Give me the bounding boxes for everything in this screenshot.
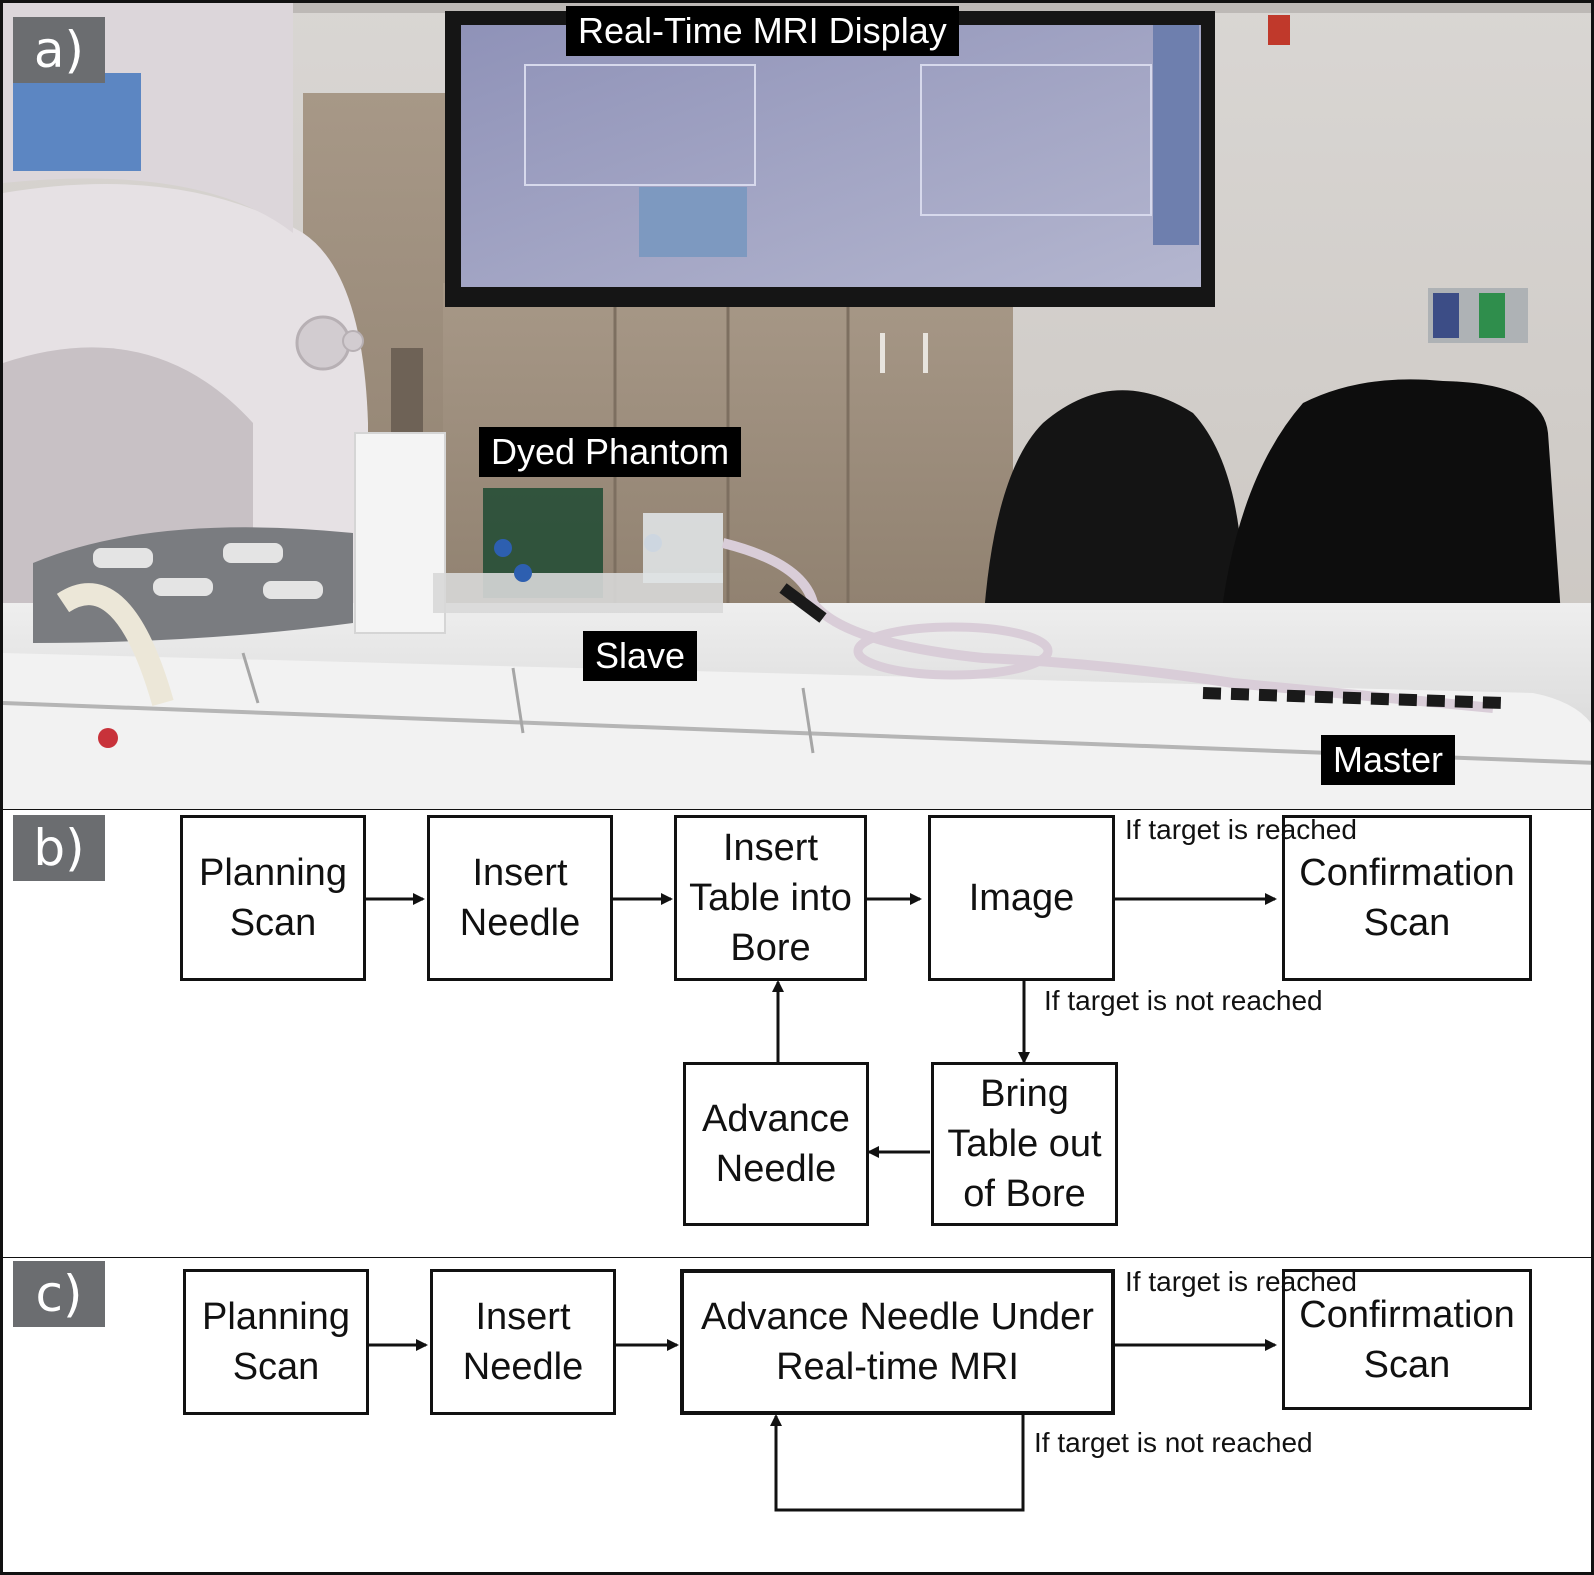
note-target-reached: If target is reached <box>1125 810 1357 850</box>
box-text: Needle <box>715 1148 837 1190</box>
note-text: If target is <box>1044 985 1167 1016</box>
box-text: of Bore <box>963 1173 1086 1215</box>
note-text: not reached <box>1174 985 1323 1016</box>
box-text: Table out <box>947 1123 1102 1165</box>
box-text: Scan <box>1363 1343 1451 1386</box>
note-target-not-reached: If target is not reached <box>1034 1423 1313 1463</box>
covered-equipment-left <box>983 390 1244 628</box>
box-text: Insert <box>472 852 568 894</box>
box-text: Table into <box>689 877 852 919</box>
box-text: Scan <box>1363 902 1451 944</box>
note-text: If target is <box>1125 814 1248 845</box>
box-text: Insert <box>722 827 819 869</box>
box-text: Needle <box>462 1346 584 1388</box>
box-text: Bring <box>980 1073 1069 1115</box>
note-text: reached <box>1255 1266 1357 1297</box>
covered-equipment-right <box>1218 379 1563 643</box>
arrow-loop-not-reached <box>770 1413 1025 1512</box>
box-text: Scan <box>229 902 317 944</box>
note-text: reached <box>1255 814 1357 845</box>
note-target-not-reached: If target is not reached <box>1044 981 1323 1021</box>
panel-b-arrows <box>366 893 1277 1158</box>
box-text: Confirmation <box>1299 852 1515 894</box>
box-image: Image <box>928 815 1115 981</box>
panel-c-tag: c) <box>13 1261 105 1327</box>
panel-a-photo: a) Real-Time MRI Display Dyed Phantom Sl… <box>0 0 1594 812</box>
box-text: Planning <box>199 852 347 894</box>
phantom-tower <box>354 432 446 634</box>
box-text: Planning <box>202 1296 350 1338</box>
box-text: Image <box>968 877 1075 919</box>
label-dyed-phantom: Dyed Phantom <box>479 427 742 477</box>
label-real-time-mri-display: Real-Time MRI Display <box>566 6 959 56</box>
box-text: Confirmation <box>1299 1293 1515 1336</box>
note-text: not reached <box>1164 1427 1313 1458</box>
box-text: Scan <box>232 1346 320 1388</box>
note-target-reached: If target is reached <box>1125 1262 1357 1302</box>
panel-b-tag: b) <box>13 815 105 881</box>
box-text: Insert <box>475 1296 571 1338</box>
monitor-screen <box>461 25 1201 287</box>
box-text: Needle <box>459 902 581 944</box>
note-text: If target is <box>1034 1427 1157 1458</box>
box-text: Bore <box>730 927 811 969</box>
note-text: If target is <box>1125 1266 1248 1297</box>
box-text: Advance Needle Under <box>701 1296 1094 1338</box>
label-slave: Slave <box>583 631 698 681</box>
box-text: Advance <box>702 1098 850 1140</box>
label-master: Master <box>1321 735 1456 785</box>
box-text: Real-time MRI <box>776 1346 1019 1388</box>
panel-a-tag: a) <box>13 17 105 83</box>
mri-room-scene <box>3 3 1591 809</box>
panel-c-arrows <box>368 1339 1277 1512</box>
